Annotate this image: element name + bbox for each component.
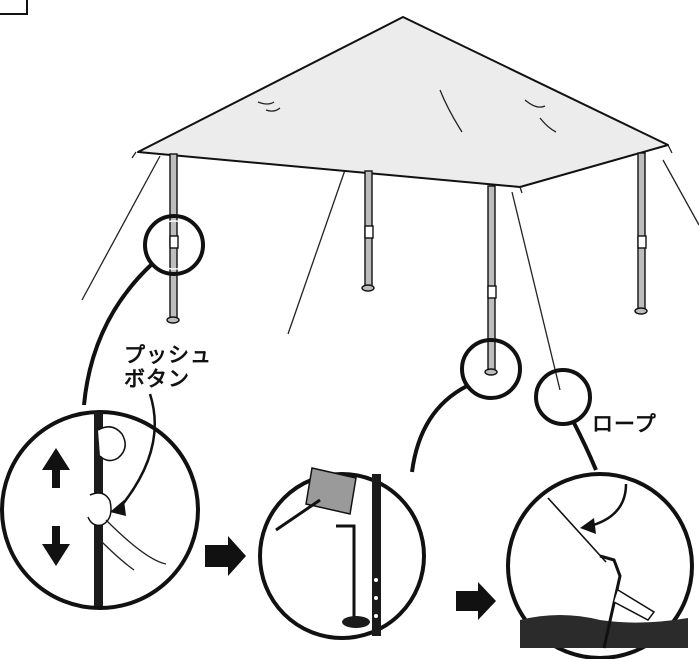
guy-lines — [81, 155, 699, 391]
detail-push-button — [0, 393, 200, 610]
push-button-label: プッシュ ボタン — [124, 343, 212, 391]
detail-stake-mallet — [258, 467, 426, 640]
detail-rope-stake — [506, 472, 694, 659]
canopy-roof — [131, 16, 673, 194]
callout-connectors — [82, 262, 598, 473]
arrow-right-icon — [456, 582, 496, 620]
canopy-legs — [166, 152, 648, 376]
push-button-label-line2: ボタン — [124, 367, 190, 392]
arrow-right-icon — [205, 536, 246, 576]
push-button-label-line1: プッシュ — [124, 343, 212, 367]
arrow-up-icon — [42, 448, 70, 488]
callout-small-circles — [143, 214, 592, 426]
corner-tab — [0, 0, 28, 15]
arrow-down-icon — [42, 526, 70, 566]
rope-label: ロープ — [592, 412, 657, 436]
